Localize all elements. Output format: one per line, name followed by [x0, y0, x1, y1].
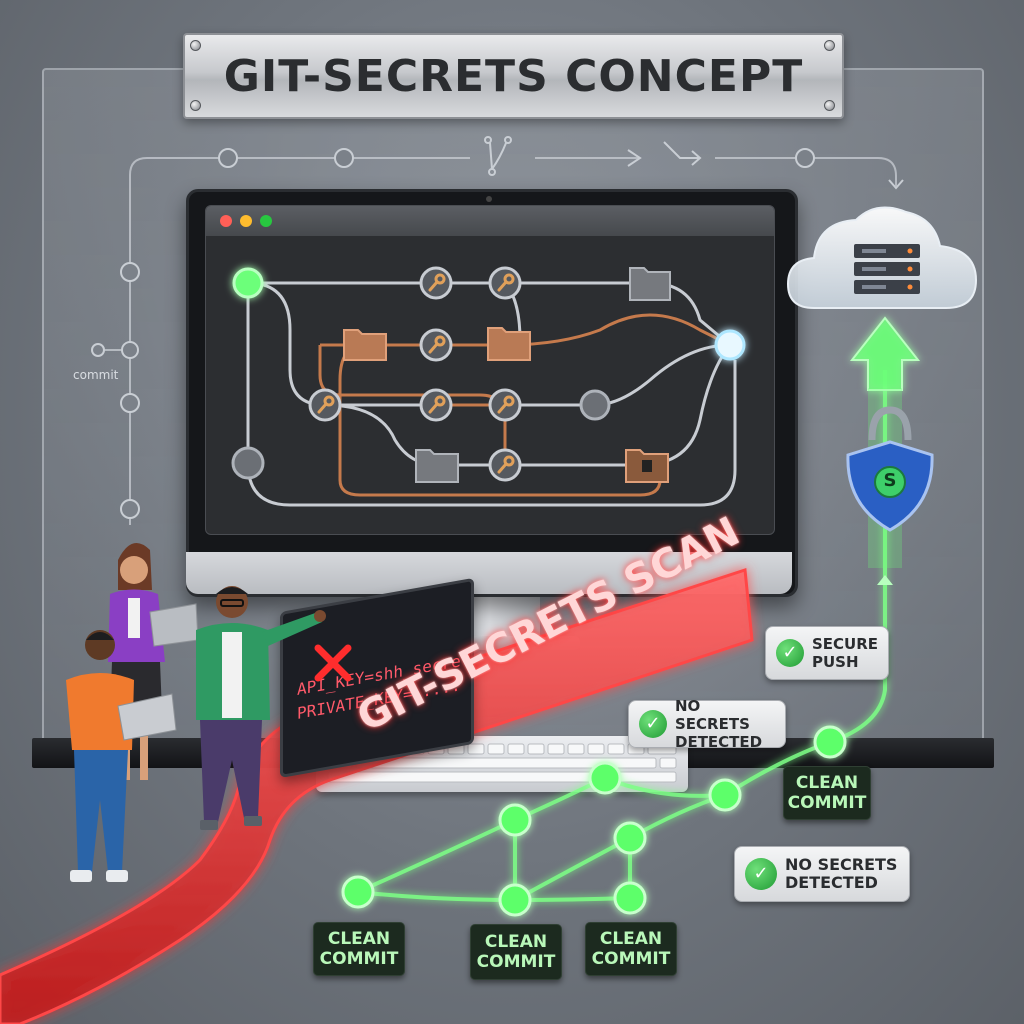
backdrop-node — [120, 393, 140, 413]
screw — [824, 40, 835, 51]
no-secrets-detected-bubble: ✓ NO SECRETS DETECTED — [734, 846, 910, 902]
arrow-down-icon — [888, 179, 904, 190]
shield-icon — [846, 406, 934, 532]
shield-letter: S — [883, 470, 897, 491]
backdrop-node — [120, 499, 140, 519]
arrow-merge-icon — [663, 141, 702, 166]
arrow-right-icon — [627, 149, 642, 167]
error-x-icon — [314, 644, 352, 682]
no-secrets-detected-bubble: ✓ NO SECRETS DETECTED — [628, 697, 786, 751]
person-boy — [66, 630, 177, 882]
screw — [190, 40, 201, 51]
person-man-pointing — [196, 586, 326, 830]
title-plate: GIT-SECRETS CONCEPT — [183, 33, 844, 119]
check-icon: ✓ — [745, 858, 777, 890]
backdrop-node — [91, 343, 105, 357]
screw — [824, 100, 835, 111]
backdrop-node — [218, 148, 238, 168]
commit-caption: commit — [73, 368, 119, 382]
lock-icon — [642, 460, 652, 472]
webcam — [486, 196, 492, 202]
minimize-window-dot[interactable] — [240, 215, 252, 227]
commit-node-start — [232, 267, 264, 299]
git-graph-window — [205, 205, 775, 535]
server-icon — [854, 244, 920, 294]
commit-node — [231, 446, 265, 480]
backdrop-node — [795, 148, 815, 168]
commit-node — [579, 389, 611, 421]
key-icon — [317, 273, 515, 474]
check-icon: ✓ — [639, 710, 667, 738]
backdrop-node — [121, 341, 139, 359]
check-icon: ✓ — [776, 639, 804, 667]
folder-icon — [343, 267, 671, 483]
backdrop-node — [334, 148, 354, 168]
cloud-icon — [786, 206, 978, 309]
commit-node-head — [714, 329, 746, 361]
maximize-window-dot[interactable] — [260, 215, 272, 227]
page-title: GIT-SECRETS CONCEPT — [223, 50, 804, 102]
screw — [190, 100, 201, 111]
secure-push-bubble: ✓ SECURE PUSH — [765, 626, 889, 680]
clean-commit-node — [341, 725, 847, 917]
backdrop-node — [120, 262, 140, 282]
push-arrow-small — [877, 575, 893, 585]
close-window-dot[interactable] — [220, 215, 232, 227]
window-titlebar — [206, 206, 774, 236]
push-arrow — [849, 316, 921, 391]
branch-icon — [484, 136, 512, 176]
